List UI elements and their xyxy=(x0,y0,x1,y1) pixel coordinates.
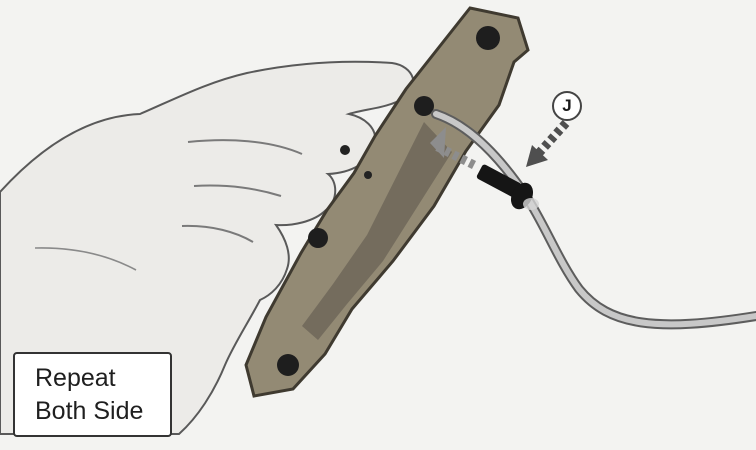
bracket-hole-bottom xyxy=(277,354,299,376)
bracket-hole-side xyxy=(308,228,328,248)
repeat-note-line-1: Repeat xyxy=(35,362,170,395)
bracket-hole-mid xyxy=(414,96,434,116)
repeat-note-line-2: Both Side xyxy=(35,395,170,428)
callout-j-label: J xyxy=(552,91,582,121)
repeat-note: Repeat Both Side xyxy=(13,352,172,437)
bracket-hole-top xyxy=(476,26,500,50)
bracket-hole-small-2 xyxy=(364,171,372,179)
bracket-hole-small-1 xyxy=(340,145,350,155)
